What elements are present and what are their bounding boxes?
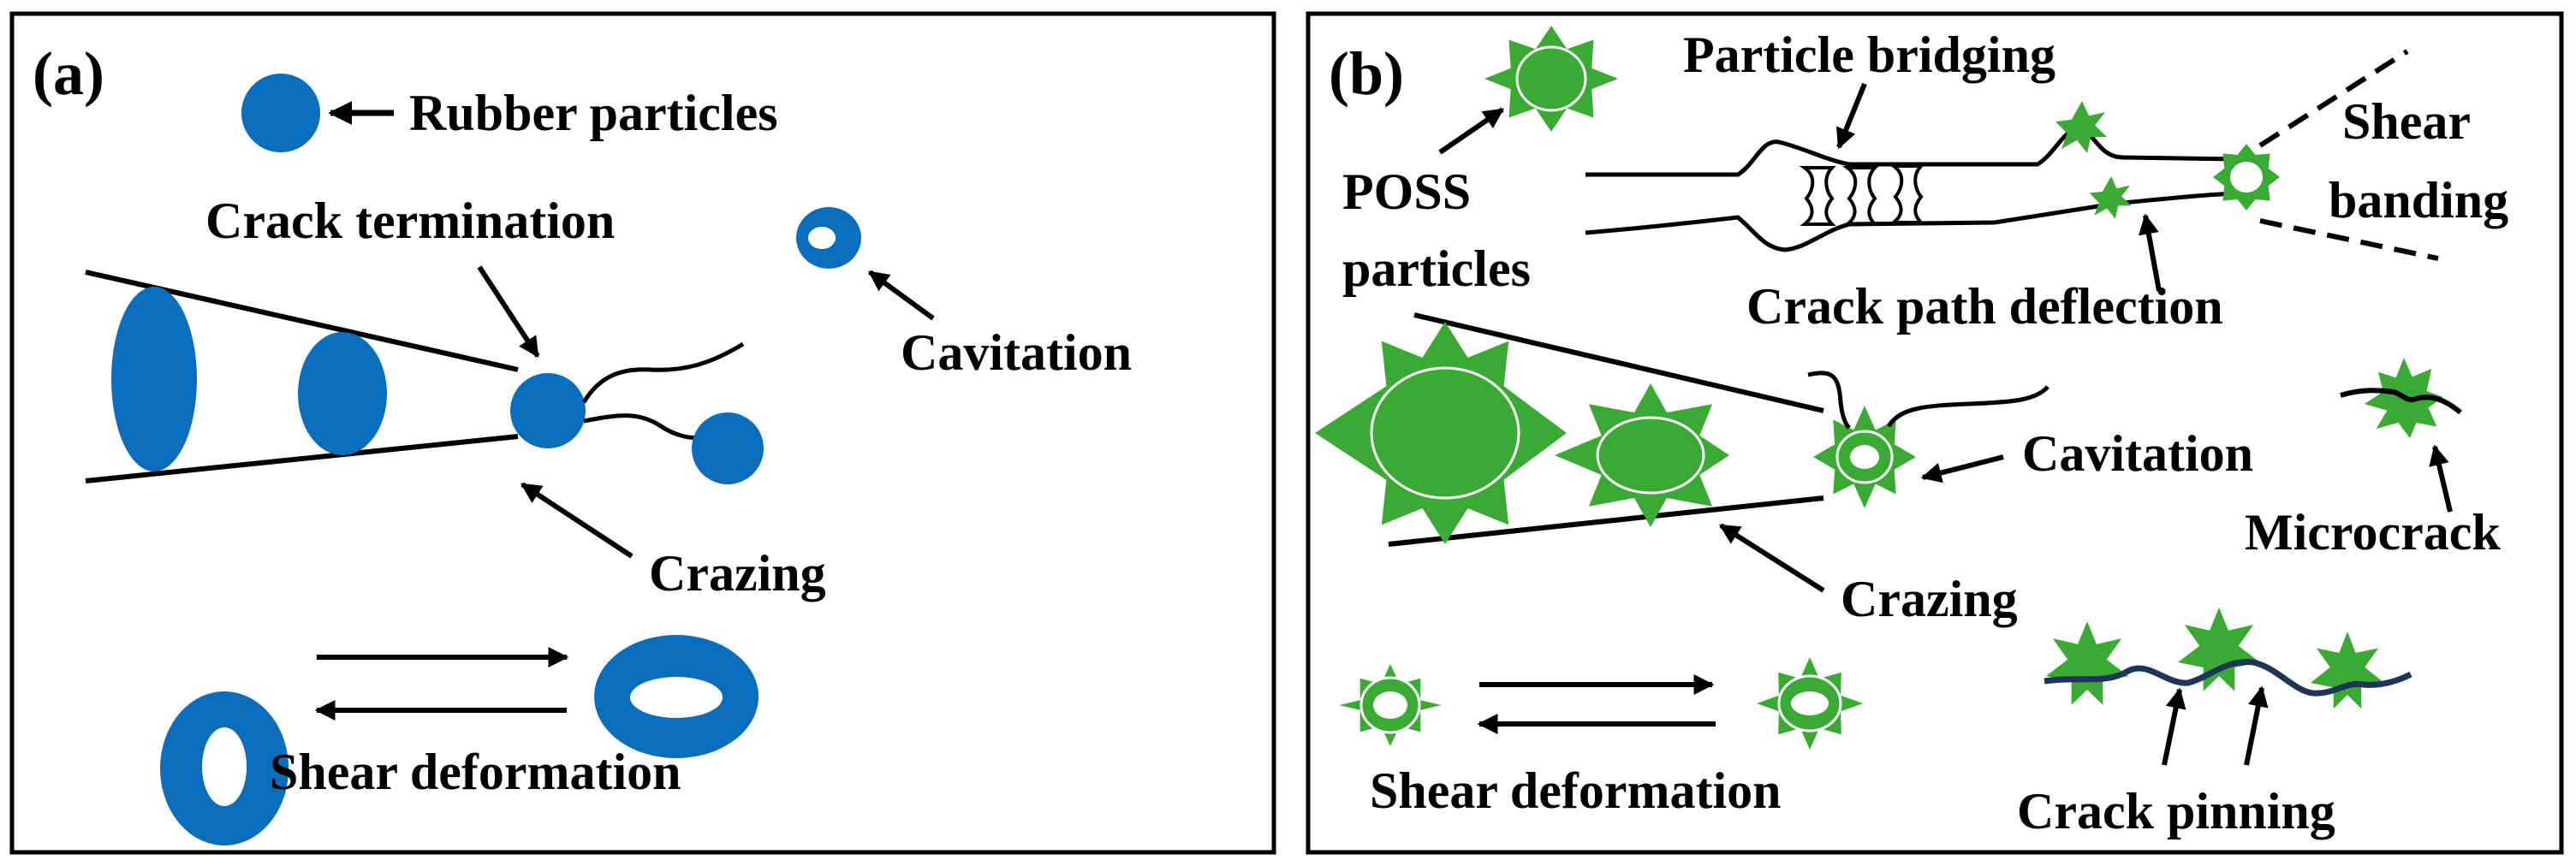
panel-b-tag: (b) (1329, 39, 1404, 108)
crazing-arrow-a (520, 482, 634, 559)
craze-lower-boundary (85, 434, 519, 483)
shear-particle-flattened (594, 635, 759, 759)
cavitated-poss-in-craze (1813, 406, 1916, 508)
panel-a: (a) Rubber particles Crack termination C… (9, 11, 1276, 855)
craze-crack-right (1886, 385, 2049, 428)
craze-crack-left (1807, 371, 1851, 430)
poss-label-line1: POSS (1342, 163, 1471, 220)
particle-bridging-label: Particle bridging (1683, 27, 2055, 83)
crack-pinning-label: Crack pinning (2017, 783, 2335, 839)
pinning-poss-3 (2311, 632, 2384, 709)
crazing-label-a: Crazing (649, 545, 826, 602)
microcrack-arrow (2429, 444, 2453, 513)
cavitation-label-b: Cavitation (2022, 425, 2253, 482)
cavitation-arrow-b (1920, 454, 2004, 483)
poss-particles-arrow (1438, 107, 1504, 155)
crack-line-lower (583, 413, 703, 441)
crazing-arrow-b (1718, 523, 1825, 593)
crack-termination-arrow (477, 265, 540, 359)
craze-lower-boundary-b (1388, 495, 1824, 547)
shear-deformation-label-b: Shear deformation (1370, 762, 1782, 819)
crazing-label-b: Crazing (1841, 571, 2018, 627)
shear-deformation-label-a: Shear deformation (270, 744, 681, 800)
rubber-particle-near-crack (692, 412, 764, 484)
large-elongated-poss (1315, 322, 1567, 544)
crack-path-deflection-label: Crack path deflection (1746, 278, 2223, 335)
panel-b-frame (1306, 11, 2564, 855)
panel-a-frame (9, 11, 1276, 855)
rubber-particle-legend-icon (241, 74, 320, 152)
shear-particle-round (160, 691, 289, 846)
bridging-particle-1 (1799, 166, 1836, 226)
shear-banding-label-line2: banding (2329, 172, 2508, 228)
shear-band-upper (2258, 49, 2409, 148)
shear-band-lower (2259, 218, 2439, 261)
elongated-rubber-particle-large (111, 287, 197, 472)
rubber-particles-label: Rubber particles (409, 85, 778, 141)
particle-bridging-arrow (1835, 82, 1867, 150)
poss-label-line2: particles (1342, 240, 1531, 297)
poss-particle-legend-icon (1484, 26, 1618, 132)
poss-particle-on-crack-2 (2089, 176, 2132, 219)
pinned-crack-line (2044, 659, 2412, 697)
craze-upper-boundary-b (1413, 312, 1824, 413)
shear-poss-right (1757, 657, 1863, 750)
cavitation-label-a: Cavitation (901, 324, 1132, 381)
panel-b: (b) POSS particles Particle bridging She… (1306, 11, 2564, 855)
crack-pinning-arrow-2 (2244, 685, 2269, 766)
microcrack-label: Microcrack (2245, 504, 2501, 561)
crack-upper-edge (1585, 126, 2237, 177)
bridging-particle-3 (1888, 164, 1925, 224)
microcrack-line (2340, 388, 2462, 415)
crack-lower-edge (1585, 191, 2237, 252)
crack-line-upper (581, 341, 745, 404)
pinning-poss-1 (2046, 621, 2128, 705)
panel-a-tag: (a) (33, 39, 104, 108)
shear-banding-label-line1: Shear (2342, 93, 2471, 150)
poss-particle-on-crack-1 (2055, 101, 2107, 153)
medium-elongated-poss (1555, 383, 1729, 527)
elongated-rubber-particle-small (298, 332, 387, 455)
crack-termination-label: Crack termination (205, 193, 615, 249)
cavitated-poss-at-crack-tip (2213, 144, 2280, 211)
cavitation-arrow-a (868, 270, 935, 321)
cavity-void (808, 227, 836, 249)
crack-pinning-arrow-1 (2162, 687, 2186, 766)
bridging-particle-2 (1841, 166, 1879, 226)
crack-terminating-particle (510, 373, 586, 448)
shear-poss-left (1339, 664, 1442, 746)
crack-path-deflection-arrow (2139, 213, 2162, 292)
pinning-poss-2 (2178, 608, 2260, 691)
